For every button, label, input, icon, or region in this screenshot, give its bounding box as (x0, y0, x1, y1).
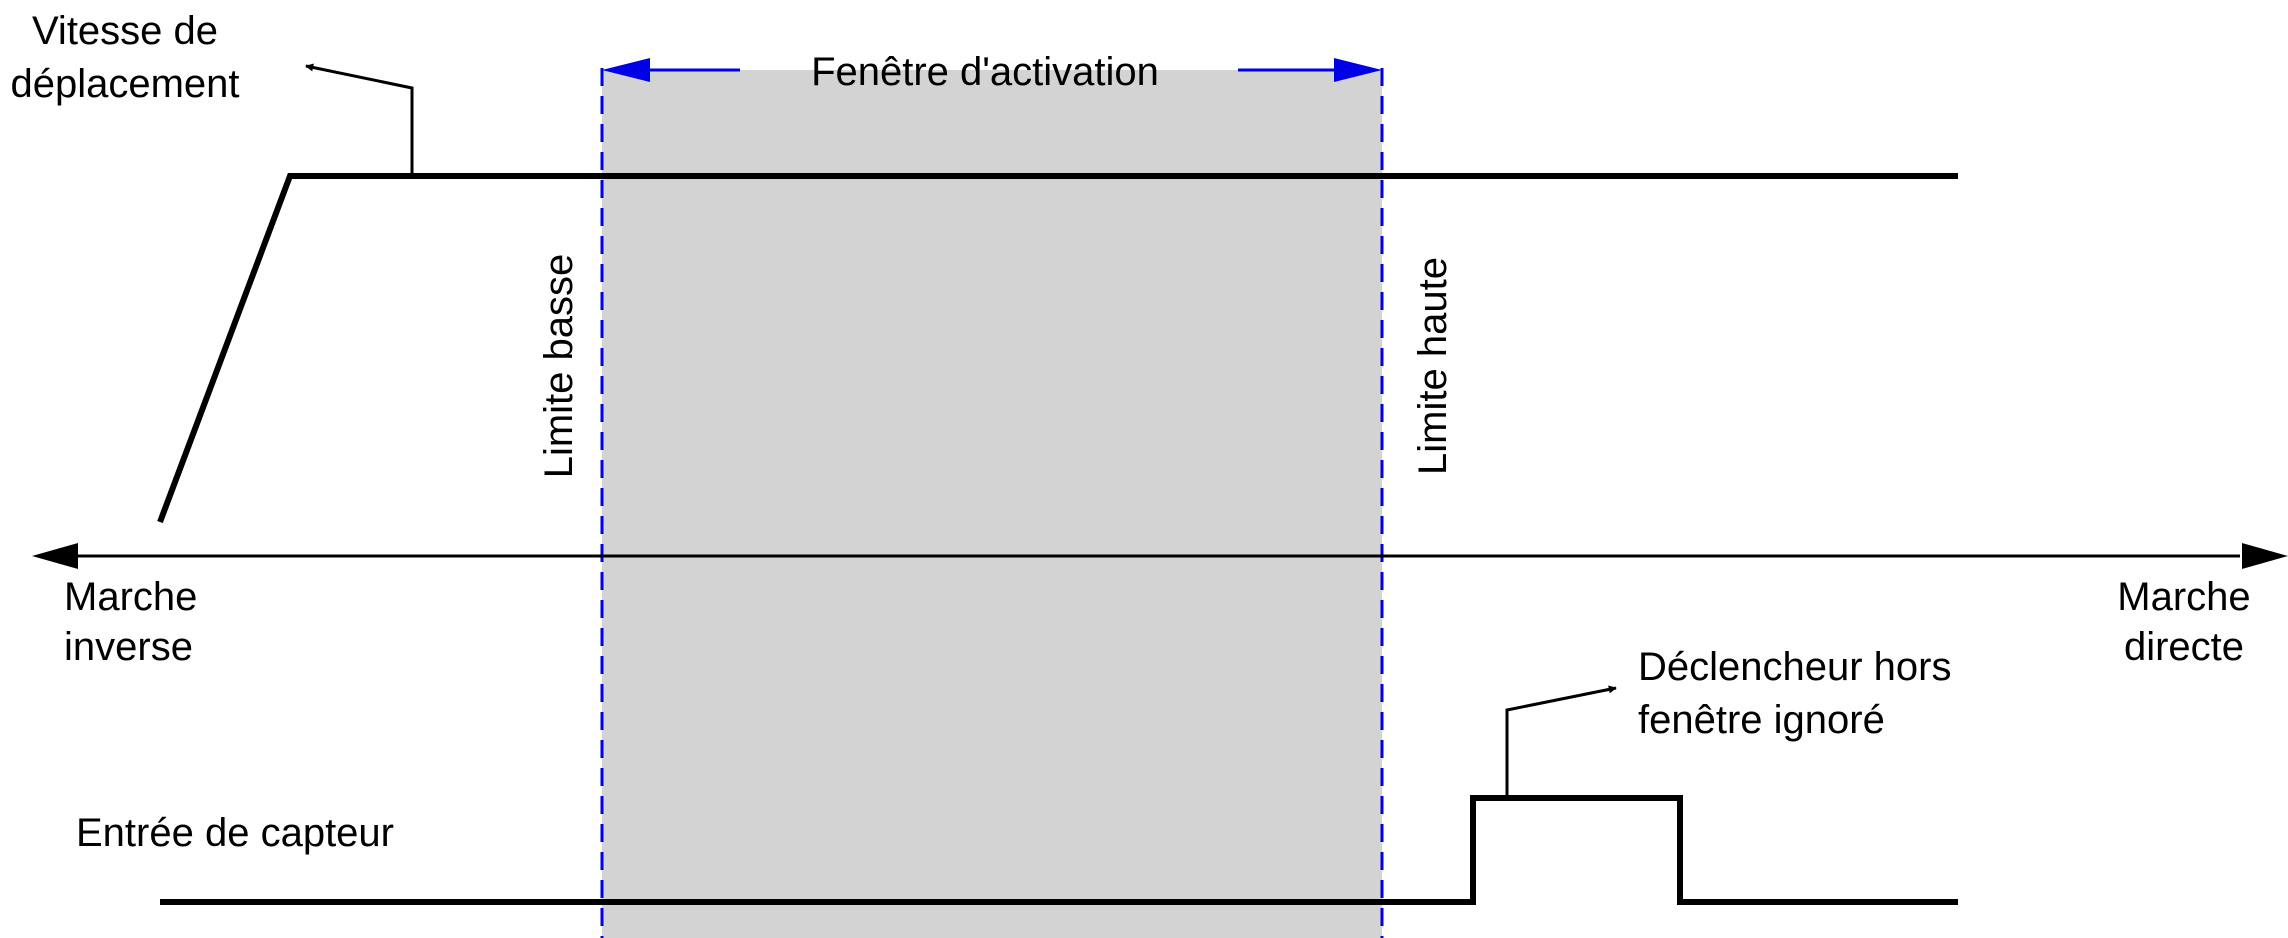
activation-window-area (602, 70, 1382, 938)
ignored-trigger-label-line1: Déclencheur hors (1638, 645, 1952, 689)
sensor-input-label: Entrée de capteur (76, 811, 394, 855)
ignored-trigger-label-line2: fenêtre ignoré (1638, 698, 1885, 742)
ignored-trigger-callout-arrow (1505, 685, 1617, 798)
speed-callout-arrow (305, 63, 414, 176)
reverse-label-line1: Marche (64, 575, 197, 619)
speed-label-line2: déplacement (10, 62, 239, 106)
forward-label-line1: Marche (2117, 575, 2250, 619)
forward-label-line2: directe (2124, 625, 2244, 669)
reverse-arrowhead (32, 543, 78, 569)
window-label: Fenêtre d'activation (811, 50, 1159, 94)
lower-limit-label: Limite basse (537, 254, 581, 479)
sensor-signal-line (160, 795, 1958, 905)
speed-label-line1: Vitesse de (32, 9, 218, 53)
window-span-arrow-right (1238, 58, 1382, 82)
upper-limit-label: Limite haute (1411, 257, 1455, 475)
speed-profile-line (157, 173, 1958, 524)
reverse-label-line2: inverse (64, 625, 193, 669)
forward-arrowhead (2242, 543, 2288, 569)
window-span-arrow-left (602, 58, 740, 82)
